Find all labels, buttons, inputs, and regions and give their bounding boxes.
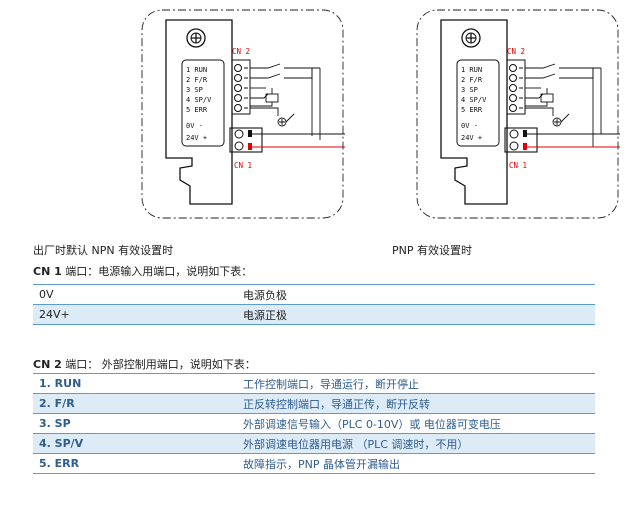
pin-label-3: 3 SP <box>461 86 478 94</box>
cn1-name-cell: 24V+ <box>33 304 237 325</box>
pin-label-2: 2 F/R <box>186 76 208 84</box>
pnp-caption: PNP 有效设置时 <box>392 244 472 257</box>
cn2-name-cell: 2. F/R <box>33 393 237 414</box>
cn1-section-title: CN 1 端口：电源输入用端口，说明如下表： <box>33 263 252 279</box>
pin-label-5: 5 ERR <box>461 106 483 114</box>
cn2-desc-cell: 故障指示，PNP 晶体管开漏输出 <box>243 457 400 471</box>
table-row: 2. F/R 正反转控制端口，导通正传，断开反转 <box>33 393 595 414</box>
table-row: 3. SP 外部调速信号输入（PLC 0-10V）或 电位器可变电压 <box>33 414 595 434</box>
cn1-desc-cell: 电源负极 <box>243 288 287 302</box>
cn1-section-title-text: 端口：电源输入用端口，说明如下表： <box>61 265 253 278</box>
pin-label-4: 4 SP/V <box>186 96 212 104</box>
pin-label-1: 1 RUN <box>186 66 207 74</box>
pin-label-1: 1 RUN <box>461 66 482 74</box>
cn1-table: 0V 电源负极 24V+ 电源正极 <box>33 284 595 325</box>
power-label-0v: 0V - <box>461 122 478 130</box>
controller-diagram-pnp: 1 RUN 2 F/R 3 SP 4 SP/V 5 ERR 0V - 24V +… <box>416 9 620 219</box>
pin-label-4: 4 SP/V <box>461 96 487 104</box>
cn2-name-cell: 1. RUN <box>39 377 82 390</box>
pin-label-3: 3 SP <box>186 86 203 94</box>
table-row: 24V+ 电源正极 <box>33 304 595 325</box>
cn2-desc-cell: 外部调速信号输入（PLC 0-10V）或 电位器可变电压 <box>243 417 501 431</box>
cn2-desc-cell: 外部调速电位器用电源 （PLC 调速时，不用） <box>237 433 595 454</box>
controller-diagram-npn: 1 RUN 2 F/R 3 SP 4 SP/V 5 ERR 0V - 24V +… <box>141 9 345 219</box>
table-row: 5. ERR 故障指示，PNP 晶体管开漏输出 <box>33 454 595 474</box>
cn1-name-cell: 0V <box>39 288 54 301</box>
cn1-label: CN 1 <box>509 161 527 170</box>
cn2-section-title: CN 2 端口： 外部控制用端口，说明如下表： <box>33 356 256 372</box>
power-label-0v: 0V - <box>186 122 203 130</box>
pnp-wiring-diagram: 1 RUN 2 F/R 3 SP 4 SP/V 5 ERR 0V - 24V +… <box>415 8 620 220</box>
cn2-name-cell: 3. SP <box>39 417 71 430</box>
power-label-24v: 24V + <box>461 134 482 142</box>
npn-wiring-diagram: 1 RUN 2 F/R 3 SP 4 SP/V 5 ERR 0V - 24V +… <box>140 8 345 220</box>
pin-label-2: 2 F/R <box>461 76 483 84</box>
cn1-desc-cell: 电源正极 <box>237 304 595 325</box>
power-label-24v: 24V + <box>186 134 207 142</box>
cn1-label: CN 1 <box>234 161 252 170</box>
npn-caption: 出厂时默认 NPN 有效设置时 <box>33 244 174 257</box>
cn2-desc-cell: 正反转控制端口，导通正传，断开反转 <box>237 393 595 414</box>
cn2-label: CN 2 <box>507 47 525 56</box>
table-row: 1. RUN 工作控制端口，导通运行，断开停止 <box>33 374 595 394</box>
cn2-section-title-bold: CN 2 <box>33 358 62 371</box>
cn2-label: CN 2 <box>232 47 250 56</box>
pin-label-5: 5 ERR <box>186 106 208 114</box>
cn1-section-title-bold: CN 1 <box>33 265 62 278</box>
cn2-desc-cell: 工作控制端口，导通运行，断开停止 <box>243 377 419 391</box>
cn2-section-title-text: 端口： 外部控制用端口，说明如下表： <box>61 358 256 371</box>
cn2-table: 1. RUN 工作控制端口，导通运行，断开停止 2. F/R 正反转控制端口，导… <box>33 373 595 474</box>
table-row: 0V 电源负极 <box>33 285 595 305</box>
table-row: 4. SP/V 外部调速电位器用电源 （PLC 调速时，不用） <box>33 433 595 454</box>
cn2-name-cell: 4. SP/V <box>33 433 237 454</box>
cn2-name-cell: 5. ERR <box>39 457 80 470</box>
